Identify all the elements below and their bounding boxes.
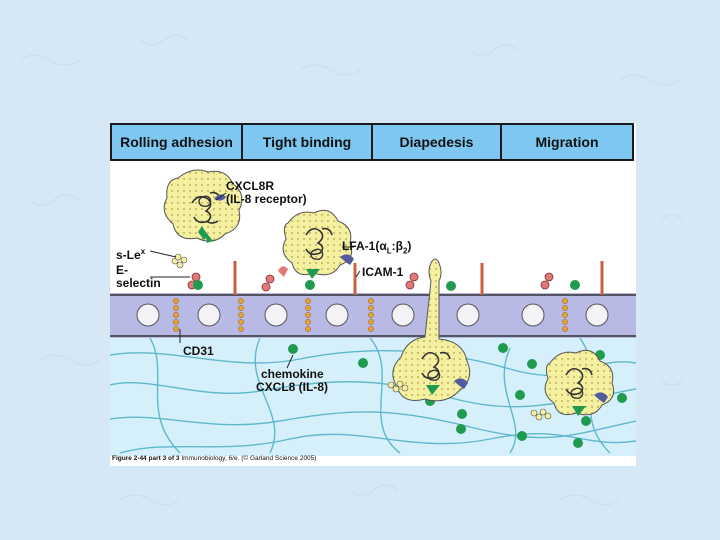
label-lfa1: LFA-1(αL:β2)	[342, 239, 412, 256]
leukocyte-rolling	[163, 169, 243, 269]
chemokines-in-tissue	[288, 343, 627, 448]
stage-diapedesis: Diapedesis	[371, 123, 502, 161]
label-cd31: CD31	[183, 344, 214, 358]
stage-tight-binding: Tight binding	[241, 123, 373, 161]
leukocyte-extravasation-diagram	[110, 169, 636, 456]
label-slex: s-Lex	[116, 247, 146, 262]
stage-header: Rolling adhesion Tight binding Diapedesi…	[110, 123, 636, 161]
figure-caption: Figure 2-44 part 3 of 3 Immunobiology, 6…	[112, 455, 317, 462]
label-icam1: ICAM-1	[362, 265, 404, 279]
leukocyte-diapedesis	[387, 258, 471, 402]
label-il8-receptor: (IL-8 receptor)	[226, 192, 307, 206]
label-pointers	[149, 192, 361, 369]
stage-migration: Migration	[500, 123, 634, 161]
label-cxcl8: CXCL8 (IL-8)	[256, 380, 328, 394]
leukocyte-tight-binding	[278, 209, 354, 279]
endothelial-cells	[136, 303, 609, 327]
chemokines-on-surface	[193, 280, 580, 291]
label-chemokine: chemokine	[261, 367, 324, 381]
label-cxcl8r: CXCL8R	[226, 179, 275, 193]
stage-rolling-adhesion: Rolling adhesion	[110, 123, 243, 161]
figure-panel: Rolling adhesion Tight binding Diapedesi…	[110, 123, 636, 466]
leukocyte-migration	[530, 349, 615, 421]
icam-1-stalks	[233, 261, 604, 295]
label-e-selectin: E-selectin	[116, 263, 161, 290]
